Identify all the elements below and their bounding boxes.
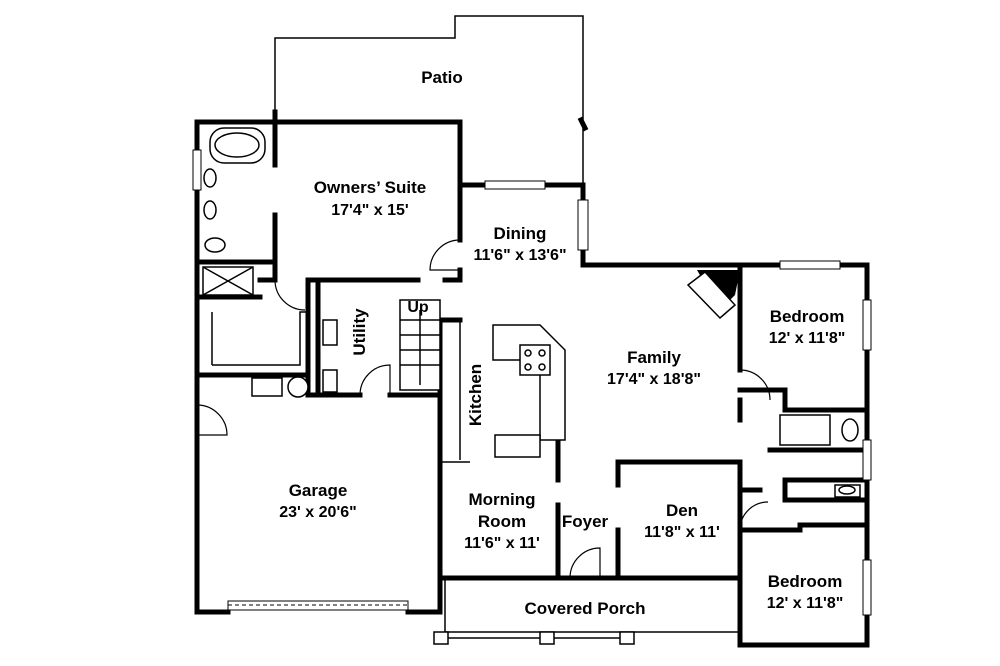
- morning-room-label-2: Room: [478, 512, 526, 531]
- windows: [192, 149, 872, 616]
- covered-porch-label: Covered Porch: [525, 599, 646, 618]
- covered-porch-outline: [433, 578, 740, 645]
- owners-suite-label: Owners’ Suite: [314, 178, 426, 197]
- owners-suite-size: 17'4" x 15': [331, 202, 408, 219]
- family-size: 17'4" x 18'8": [607, 371, 701, 388]
- dining-label: Dining: [494, 224, 547, 243]
- bedroom-1-label: Bedroom: [770, 307, 845, 326]
- patio-outline: [272, 15, 589, 185]
- bedroom-2-size: 12' x 11'8": [767, 595, 844, 612]
- stair-up-label: Up: [407, 299, 429, 316]
- doors: [196, 239, 771, 579]
- room-labels: Patio Owners’ Suite 17'4" x 15' Dining 1…: [279, 68, 845, 618]
- den-label: Den: [666, 501, 698, 520]
- kitchen-label: Kitchen: [466, 364, 485, 426]
- patio-label: Patio: [421, 68, 463, 87]
- bedroom-1-size: 12' x 11'8": [769, 330, 846, 347]
- morning-room-size: 11'6" x 11': [464, 535, 540, 552]
- utility-label: Utility: [350, 308, 369, 356]
- garage-size: 23' x 20'6": [279, 504, 356, 521]
- bedroom-2-label: Bedroom: [768, 572, 843, 591]
- garage-label: Garage: [289, 481, 348, 500]
- morning-room-label: Morning: [468, 490, 535, 509]
- dining-size: 11'6" x 13'6": [473, 247, 566, 264]
- fixtures: [202, 127, 861, 498]
- garage-door: [227, 600, 409, 611]
- family-label: Family: [627, 348, 681, 367]
- interior-walls: [194, 119, 870, 581]
- den-size: 11'8" x 11': [644, 524, 720, 541]
- foyer-label: Foyer: [562, 512, 609, 531]
